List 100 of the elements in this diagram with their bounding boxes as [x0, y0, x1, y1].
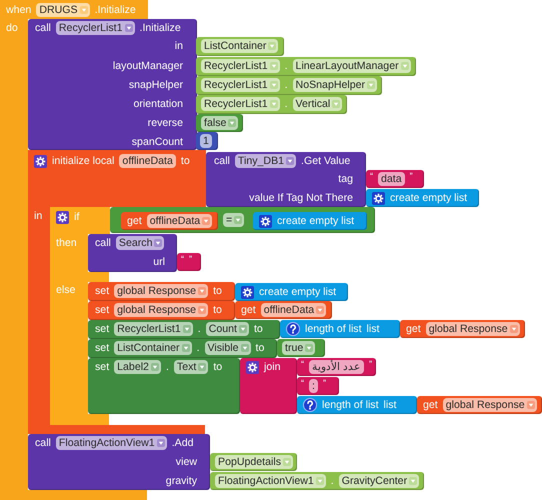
- block-label: list: [366, 322, 380, 336]
- dropdown: GravityCenter: [338, 474, 420, 488]
- dropdown: FloatingActionView1: [56, 436, 167, 450]
- block-label: .: [166, 360, 169, 374]
- component-value-block: [196, 95, 347, 114]
- create-list-block: [366, 189, 479, 207]
- method-call-block: [88, 234, 177, 272]
- block-label: value If Tag Not There: [249, 192, 353, 204]
- set-variable-block: [88, 301, 235, 320]
- component-value-block: [196, 76, 382, 95]
- dropdown: RecyclerList1: [114, 322, 193, 336]
- block-label: to: [213, 284, 222, 298]
- block-label: .Get Value: [301, 154, 350, 168]
- boolean-block: [277, 339, 325, 357]
- quote-mark: ”: [368, 361, 372, 368]
- get-variable-block: [400, 320, 525, 338]
- component-value-block: [210, 453, 297, 471]
- block-label: to: [256, 342, 264, 354]
- text-string-block: [177, 253, 201, 271]
- block-label: .: [284, 98, 288, 110]
- block-label: snapHelper: [128, 78, 183, 92]
- block-label: get: [127, 214, 142, 228]
- dropdown: ListContainer: [114, 341, 192, 355]
- text-string-block: [297, 377, 339, 395]
- component-value-block: [196, 37, 284, 56]
- quote-mark: ”: [189, 256, 192, 263]
- block-label: when: [6, 4, 32, 16]
- setter-block: [88, 339, 277, 358]
- block-label: get: [423, 398, 438, 412]
- text-string-block: [297, 358, 376, 376]
- block-label: to: [213, 304, 222, 316]
- create-list-block: [235, 283, 348, 301]
- dropdown: RecyclerList1: [201, 59, 280, 73]
- block-label: .: [196, 342, 200, 354]
- join-block: [240, 358, 297, 414]
- block-label: call: [214, 154, 230, 168]
- dropdown: offlineData: [146, 214, 212, 228]
- component-value-block: [196, 57, 416, 76]
- dropdown: RecyclerList1: [201, 97, 280, 111]
- dropdown: Visible: [204, 341, 251, 355]
- block-label: set: [95, 322, 110, 336]
- compare-block: [110, 207, 375, 233]
- block-label: gravity: [166, 474, 197, 488]
- block-label: .Add: [172, 436, 194, 450]
- dropdown: Vertical: [292, 97, 342, 111]
- block-label: set: [95, 284, 110, 298]
- dropdown: global Response: [114, 284, 208, 298]
- quote-mark: “: [181, 256, 184, 263]
- component-value-block: [210, 472, 424, 490]
- block-label: create empty list: [277, 214, 354, 228]
- block-label: create empty list: [259, 286, 336, 298]
- quote-mark: “: [301, 361, 304, 368]
- block-label: call: [35, 22, 51, 34]
- block-label: get: [406, 322, 421, 336]
- dropdown: NoSnapHelper: [292, 78, 378, 92]
- block-label: call: [95, 236, 111, 250]
- block-label: set: [95, 342, 110, 354]
- block-label: length of list: [305, 322, 362, 336]
- dropdown: ListContainer: [201, 39, 278, 53]
- block-label: .Initialize: [140, 22, 181, 34]
- get-variable-block: [235, 301, 332, 319]
- set-variable-block: [88, 282, 235, 301]
- block-label: list: [384, 398, 396, 412]
- dropdown: Label2: [114, 360, 161, 374]
- quote-mark: “: [370, 173, 373, 180]
- block-label: if: [74, 210, 80, 224]
- block-label: set: [95, 304, 110, 316]
- dropdown: DRUGS: [36, 3, 90, 17]
- dropdown: global Response: [114, 303, 208, 317]
- setter-block: [88, 358, 240, 414]
- boolean-block: [196, 114, 243, 132]
- dropdown: PopUpdetails: [215, 455, 294, 469]
- dropdown: Search: [116, 236, 164, 250]
- block-label: else: [56, 284, 76, 296]
- block-label: .Initialize: [94, 4, 136, 16]
- dropdown: LinearLayoutManager: [292, 59, 411, 73]
- block-label: view: [176, 456, 197, 468]
- block-label: create empty list: [390, 192, 468, 204]
- block-label: url: [153, 256, 165, 268]
- method-call-block: [28, 434, 210, 490]
- block-label: set: [95, 360, 110, 374]
- block-label: then: [56, 236, 77, 250]
- block-label: to: [254, 322, 263, 336]
- dropdown: offlineData: [260, 303, 326, 317]
- block-label: spanCount: [132, 136, 183, 148]
- dropdown: true: [282, 341, 316, 355]
- block-label: to: [180, 154, 190, 168]
- dropdown: FloatingActionView1: [215, 474, 326, 488]
- text-field: :: [309, 379, 318, 393]
- block-label: initialize local: [52, 154, 114, 168]
- block-label: to: [213, 360, 222, 374]
- block-label: orientation: [134, 98, 183, 110]
- block-label: .: [284, 60, 288, 72]
- dropdown: false: [201, 116, 238, 130]
- dropdown: Text: [174, 360, 208, 374]
- text-field: عدد الأدوية: [309, 360, 364, 374]
- method-call-block: [206, 152, 366, 207]
- dropdown: Tiny_DB1: [234, 154, 296, 168]
- list-length-block: [297, 396, 417, 414]
- block-label: reverse: [148, 116, 183, 130]
